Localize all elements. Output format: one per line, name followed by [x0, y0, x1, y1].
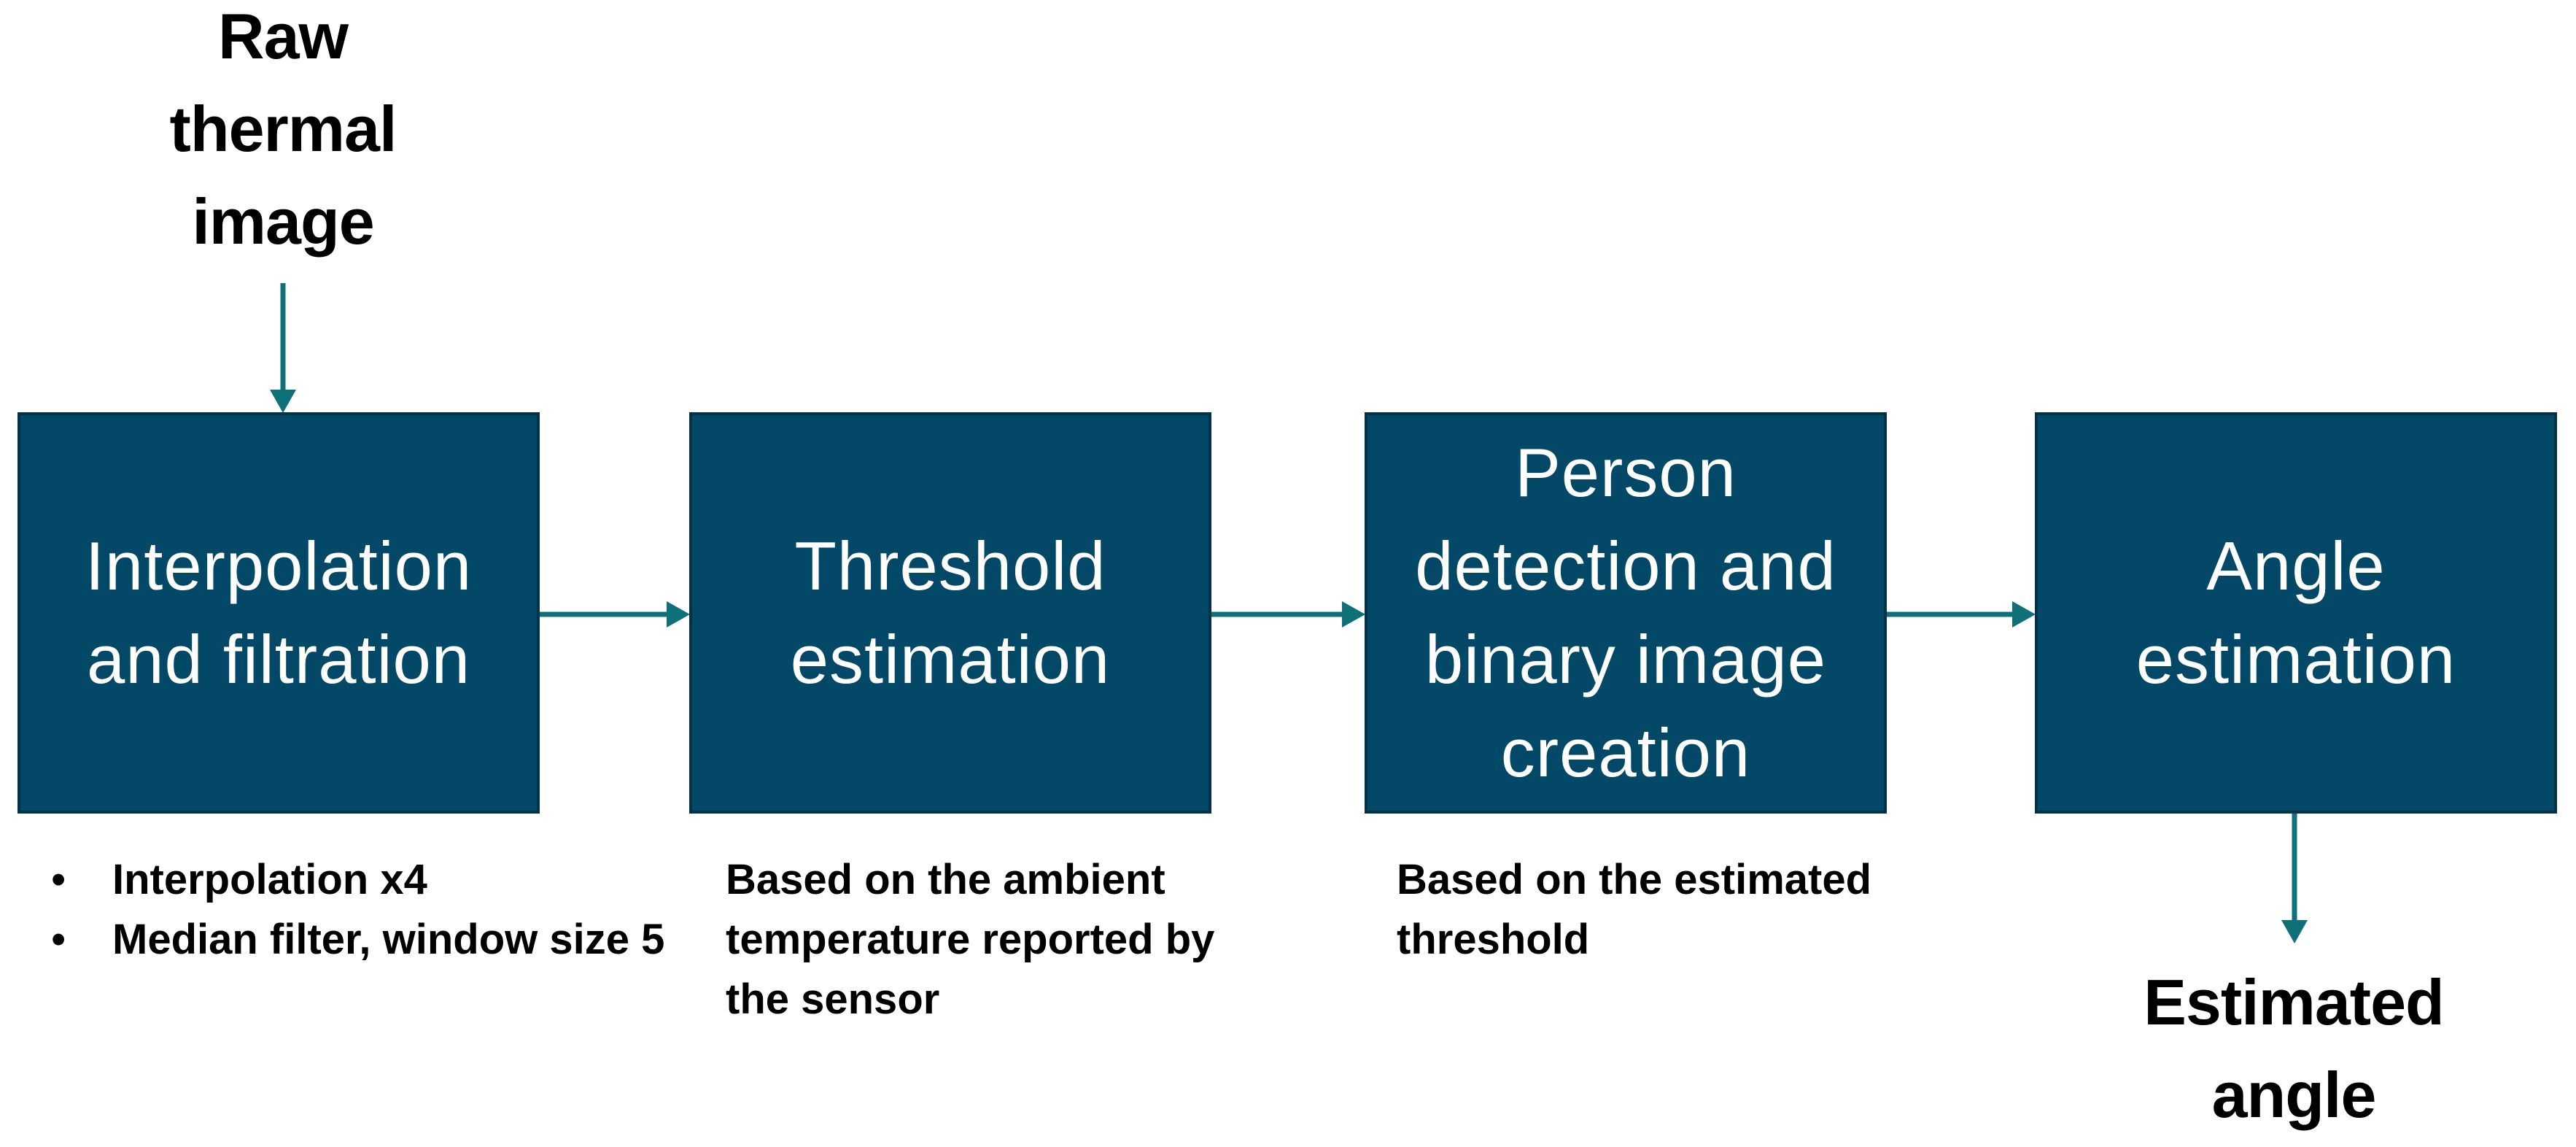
- step-box-angle: Angle estimation: [2035, 412, 2557, 814]
- step2-note: Based on the ambient temperature reporte…: [726, 856, 1215, 1023]
- step1-notes: Interpolation x4 Median filter, window s…: [51, 850, 664, 970]
- step-title: Interpolation and filtration: [85, 528, 473, 698]
- output-label: Estimated angle: [2144, 966, 2445, 1131]
- arrow-step1-to-step2: [540, 601, 690, 627]
- input-arrow: [270, 283, 296, 413]
- step-box-interpolation: Interpolation and filtration: [18, 412, 540, 814]
- step-title: Angle estimation: [2135, 528, 2456, 698]
- arrow-step2-to-step3: [1211, 601, 1365, 627]
- arrow-step3-to-step4: [1887, 601, 2036, 627]
- step3-note: Based on the estimated threshold: [1397, 856, 1872, 963]
- step-title: Person detection and binary image creati…: [1415, 434, 1836, 791]
- step-box-threshold: Threshold estimation: [689, 412, 1211, 814]
- note-item: Interpolation x4: [51, 850, 664, 910]
- step-title: Threshold estimation: [790, 528, 1111, 698]
- input-label: Raw thermal image: [169, 0, 397, 258]
- note-item: Median filter, window size 5: [51, 910, 664, 970]
- output-arrow: [2281, 814, 2308, 943]
- step-box-person-detection: Person detection and binary image creati…: [1365, 412, 1887, 814]
